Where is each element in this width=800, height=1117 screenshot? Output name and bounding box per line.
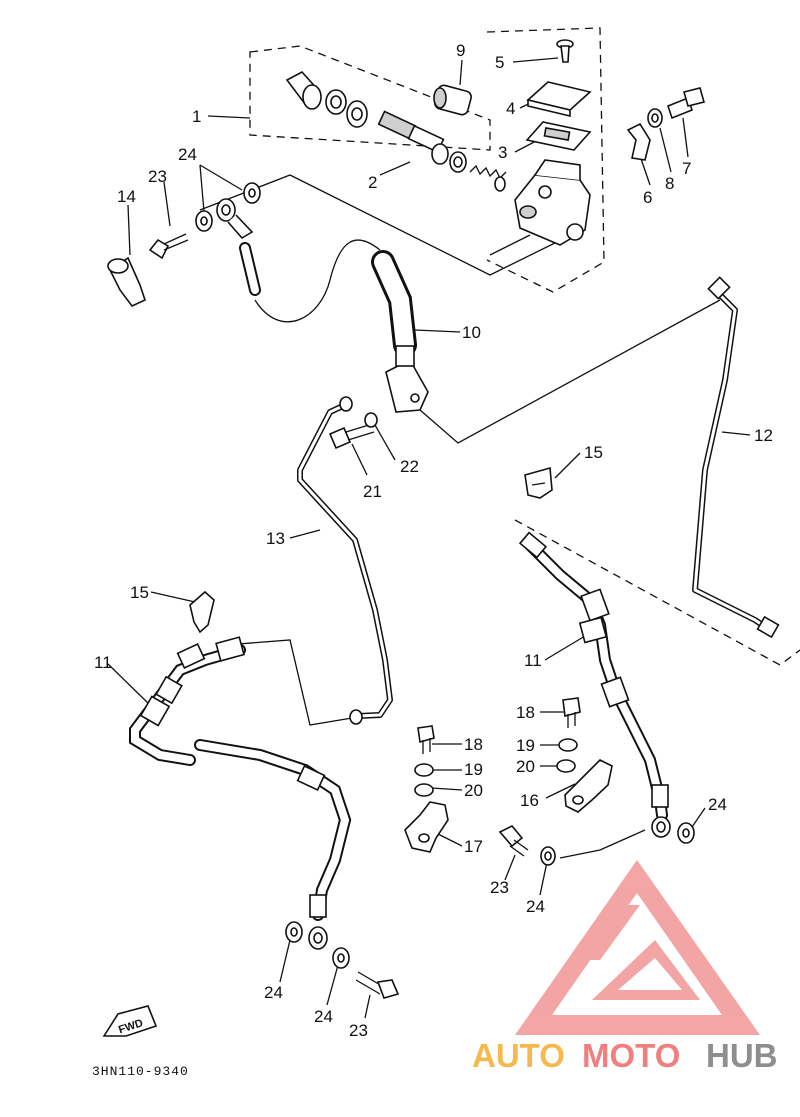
reservoir-boot (433, 84, 472, 116)
callout-19-right: 19 (516, 736, 535, 755)
callout-14: 14 (117, 187, 136, 206)
union-bolt-left (148, 233, 189, 260)
callout-12: 12 (754, 426, 773, 445)
right-brake-pipe (692, 276, 780, 639)
hose-fitting-eye (216, 198, 254, 240)
callout-19-left: 19 (464, 760, 483, 779)
callout-13: 13 (266, 529, 285, 548)
right-brake-hose (518, 531, 671, 838)
union-outline (514, 519, 800, 666)
piston-washer (346, 100, 368, 128)
callout-15-right: 15 (584, 443, 603, 462)
copper-washer-left-b (332, 947, 350, 969)
callout-15-left: 15 (130, 583, 149, 602)
master-cylinder-assembly-outline (486, 27, 605, 293)
callout-20-left: 20 (464, 781, 483, 800)
callout-10: 10 (462, 323, 481, 342)
piston-spring (469, 164, 507, 192)
callout-23-right: 23 (490, 878, 509, 897)
callout-11-right: 11 (524, 651, 542, 670)
callout-23-upper: 23 (148, 167, 167, 186)
callout-7: 7 (682, 159, 691, 178)
hose-clip-right (524, 466, 553, 499)
callout-5: 5 (495, 53, 504, 72)
callout-2: 2 (368, 173, 377, 192)
callout-11-left: 11 (94, 653, 112, 672)
callout-24-right-a: 24 (708, 795, 727, 814)
hose-clip-left (189, 590, 215, 634)
callout-17: 17 (464, 837, 483, 856)
brake-pipe-joint (385, 345, 429, 413)
drawing-code: 3HN110-9340 (92, 1064, 189, 1079)
master-cylinder-holder (626, 122, 651, 161)
callout-24-left-b: 24 (314, 1007, 333, 1026)
diaphragm-plate (526, 81, 592, 118)
master-cylinder-body (514, 159, 591, 246)
watermark-text-moto: MOTO (582, 1037, 680, 1074)
callouts: 1 2 3 4 5 6 7 8 9 10 11 11 12 13 14 15 1… (94, 41, 773, 1040)
joint-washer (364, 412, 378, 428)
cap-screw (556, 39, 574, 63)
left-brake-pipe (297, 396, 393, 725)
callout-24-upper: 24 (178, 145, 197, 164)
callout-22: 22 (400, 457, 419, 476)
bleed-cap (107, 256, 146, 307)
piston-boot (285, 70, 322, 110)
callout-3: 3 (498, 143, 507, 162)
callout-1: 1 (192, 107, 201, 126)
watermark-text-auto: AUTO (472, 1037, 565, 1074)
bracket-bolt-left (417, 725, 435, 754)
piston-seal (449, 151, 467, 173)
upper-brake-hose (239, 239, 417, 357)
hose-bracket-right (564, 759, 613, 813)
holder-washer (647, 108, 663, 128)
union-bolt-lower-left (355, 971, 400, 999)
callout-20-right: 20 (516, 757, 535, 776)
holder-bolt (667, 87, 705, 120)
copper-washer-upper-b (243, 182, 261, 204)
reservoir-cover (525, 121, 592, 151)
callout-4: 4 (506, 99, 515, 118)
piston-rod (377, 110, 449, 165)
copper-washer-right-b (677, 822, 695, 844)
watermark-text-hub: HUB (706, 1037, 778, 1074)
hose-bracket-left (404, 801, 449, 853)
lock-washer-right (558, 738, 578, 752)
callout-24-right-b: 24 (526, 897, 545, 916)
callout-9: 9 (456, 41, 465, 60)
copper-washer-right-a (540, 846, 556, 866)
callout-16: 16 (520, 791, 539, 810)
plain-washer-left (414, 783, 434, 797)
union-bolt-right (498, 825, 529, 857)
callout-6: 6 (643, 188, 652, 207)
plain-washer-right (556, 759, 576, 773)
watermark-logo (515, 860, 760, 1035)
callout-23-lower: 23 (349, 1021, 368, 1040)
fwd-arrow-icon (102, 1005, 158, 1037)
callout-21: 21 (363, 482, 382, 501)
bracket-bolt-right (562, 697, 581, 728)
callout-18-right: 18 (516, 703, 535, 722)
copper-washer-upper-a (195, 210, 213, 232)
callout-18-left: 18 (464, 735, 483, 754)
left-brake-hose (129, 636, 352, 950)
lock-washer-left (414, 763, 434, 777)
master-cylinder-kit-outline (249, 45, 491, 151)
callout-8: 8 (665, 174, 674, 193)
piston-circlip (325, 89, 347, 115)
copper-washer-left-a (285, 921, 303, 943)
callout-24-left-a: 24 (264, 983, 283, 1002)
leader-lines (107, 57, 751, 1019)
